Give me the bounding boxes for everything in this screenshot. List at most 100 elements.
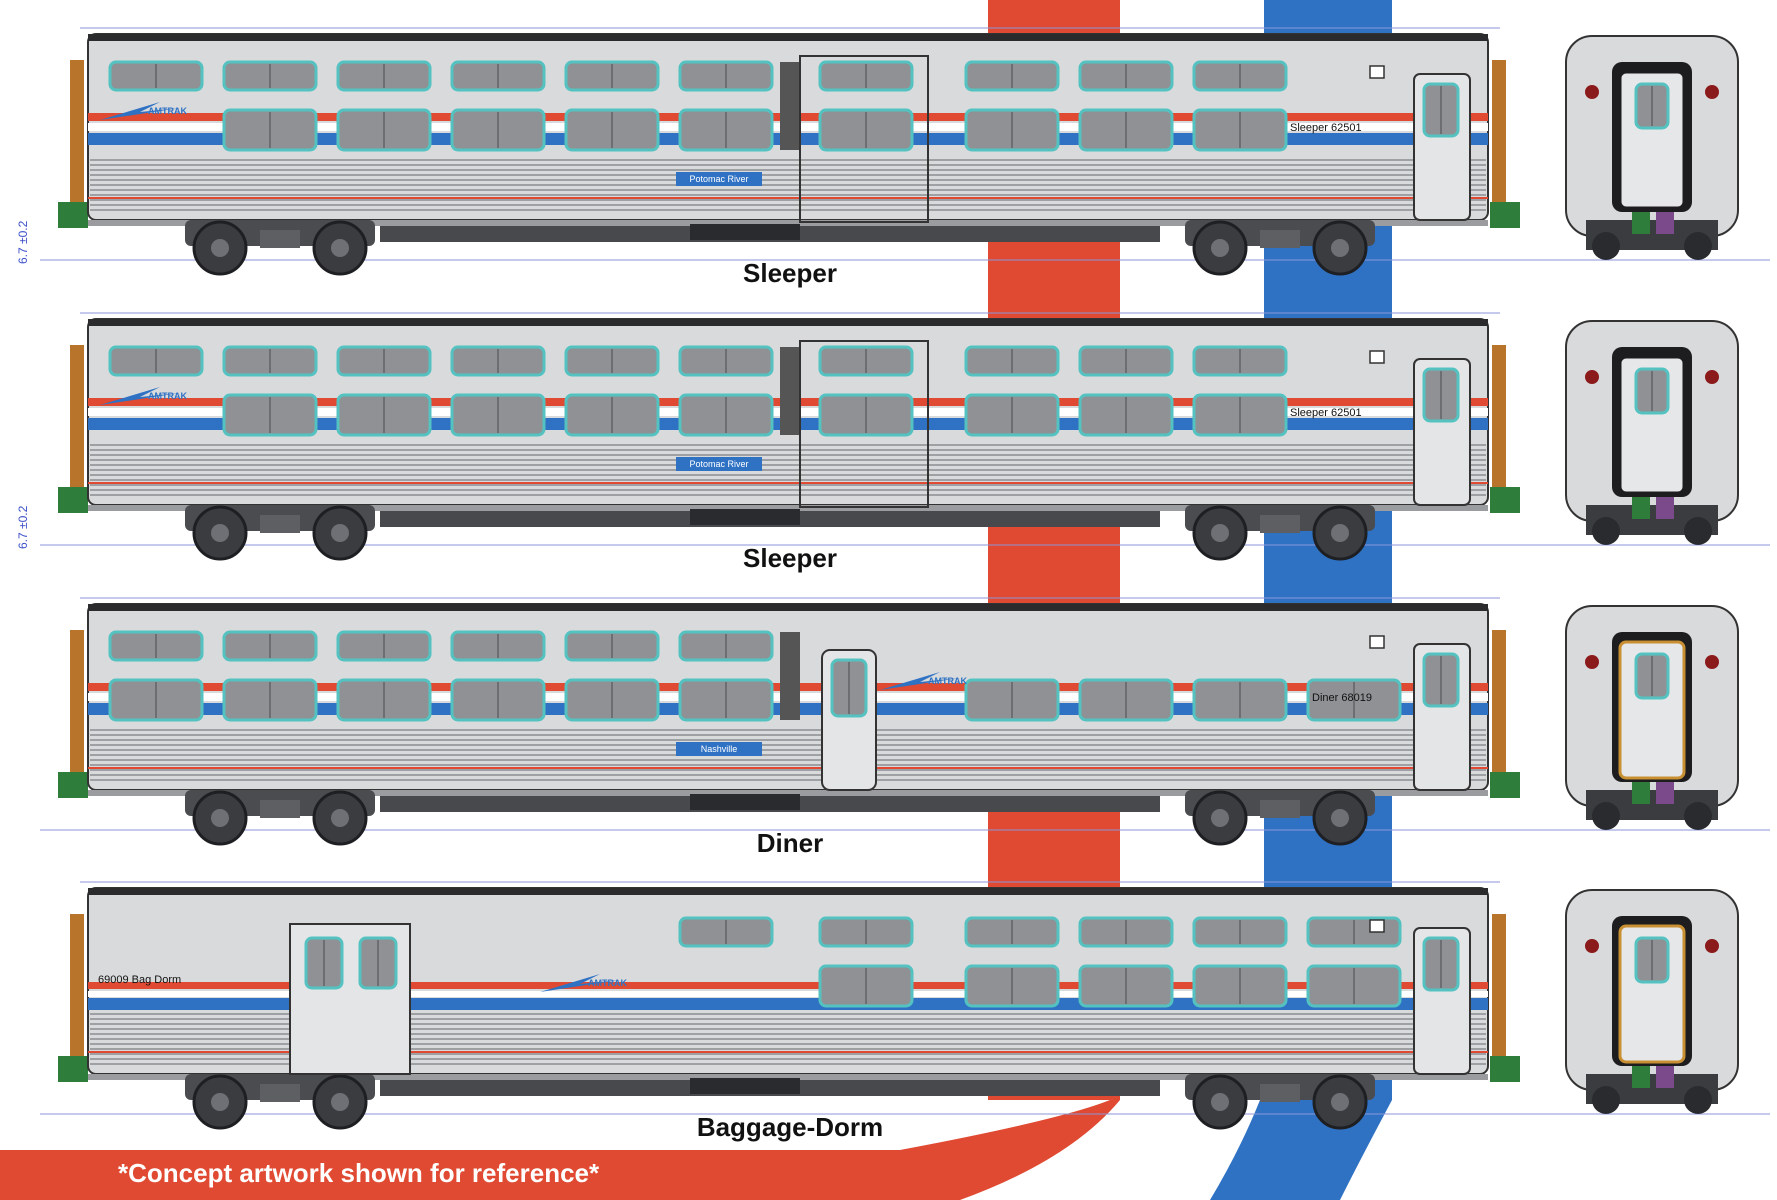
bogie-front	[185, 1074, 375, 1130]
car-label: Baggage-Dorm	[696, 1112, 884, 1142]
end-diaphragm-left	[70, 630, 84, 780]
upper-window	[1078, 916, 1174, 948]
car-label: Sleeper	[743, 543, 837, 573]
upper-window	[336, 630, 432, 662]
bogie-front	[185, 505, 375, 561]
coupler-left	[58, 1056, 88, 1082]
car-4: AMTRAK Baggage-Dorm 69009 Bag Dorm	[0, 874, 1777, 1159]
lower-window	[1192, 108, 1288, 152]
lower-window	[1078, 964, 1174, 1008]
upper-window	[818, 345, 914, 377]
lower-window	[964, 964, 1060, 1008]
footer-note: *Concept artwork shown for reference*	[118, 1158, 600, 1188]
end-view-window	[1634, 367, 1670, 415]
marker-light-left	[1585, 655, 1599, 669]
end-diaphragm-left	[70, 914, 84, 1064]
end-view	[1565, 320, 1739, 545]
bogie-rear	[1185, 790, 1375, 846]
car-label: Sleeper	[743, 258, 837, 288]
upper-window	[964, 345, 1060, 377]
upper-window	[678, 345, 774, 377]
lower-window	[818, 964, 914, 1008]
lower-window	[564, 108, 660, 152]
car-label: Diner	[756, 828, 824, 858]
car-drawing: AMTRAK	[40, 881, 1770, 1130]
coupler-right	[1490, 1056, 1520, 1082]
upper-window	[222, 345, 318, 377]
upper-window	[564, 630, 660, 662]
upper-window	[1192, 345, 1288, 377]
lower-window	[1306, 964, 1402, 1008]
coupler-right	[1490, 202, 1520, 228]
center-door-outline	[799, 340, 929, 508]
lower-window	[1192, 964, 1288, 1008]
marker-light-right	[1705, 939, 1719, 953]
lower-window	[1078, 678, 1174, 722]
vent-grille	[780, 632, 800, 720]
lower-window	[450, 678, 546, 722]
upper-window	[818, 60, 914, 92]
end-diaphragm-left	[70, 345, 84, 495]
end-view	[1565, 889, 1739, 1114]
marker-light-right	[1705, 655, 1719, 669]
lower-window	[564, 678, 660, 722]
end-view	[1565, 35, 1739, 260]
amtrak-logo: AMTRAK	[540, 974, 627, 992]
car-number: 69009 Bag Dorm	[98, 974, 182, 986]
bogie-front	[185, 220, 375, 276]
red-stripe	[88, 982, 1488, 989]
upper-window	[450, 630, 546, 662]
lower-window	[222, 393, 318, 437]
bogie-rear	[1185, 1074, 1375, 1130]
lower-window	[450, 393, 546, 437]
coupler-left	[58, 202, 88, 228]
upper-window	[678, 60, 774, 92]
lower-window	[964, 108, 1060, 152]
upper-window	[1078, 60, 1174, 92]
upper-window	[564, 345, 660, 377]
lower-window	[564, 393, 660, 437]
lower-window	[1078, 393, 1174, 437]
lower-window	[1078, 108, 1174, 152]
svg-text:AMTRAK: AMTRAK	[588, 978, 627, 988]
vent-grille	[780, 62, 800, 150]
lower-window	[818, 108, 914, 152]
upper-window	[450, 60, 546, 92]
marker-light-left	[1585, 85, 1599, 99]
lower-window	[336, 393, 432, 437]
bogie-rear	[1185, 505, 1375, 561]
svg-text:AMTRAK: AMTRAK	[148, 391, 187, 401]
lower-window	[678, 108, 774, 152]
equipment-box	[690, 1078, 800, 1094]
marker-light-right	[1705, 85, 1719, 99]
baggage-door-window	[304, 936, 344, 990]
upper-window	[964, 60, 1060, 92]
end-door-window	[1422, 936, 1460, 992]
coupler-right	[1490, 772, 1520, 798]
lower-window	[964, 678, 1060, 722]
equipment-box	[690, 509, 800, 525]
end-door-window	[1422, 82, 1460, 138]
svg-text:AMTRAK: AMTRAK	[928, 676, 967, 686]
svg-text:AMTRAK: AMTRAK	[148, 106, 187, 116]
dimension-label: 6.7 ±0.2	[16, 220, 30, 264]
lower-window	[1192, 393, 1288, 437]
marker-light-left	[1585, 939, 1599, 953]
upper-window	[1078, 345, 1174, 377]
end-diaphragm-right	[1492, 345, 1506, 495]
upper-window	[108, 345, 204, 377]
upper-window	[964, 916, 1060, 948]
lower-window	[678, 678, 774, 722]
end-view-window	[1634, 82, 1670, 130]
upper-window	[108, 630, 204, 662]
bogie-front	[185, 790, 375, 846]
upper-window	[678, 916, 774, 948]
upper-window	[336, 345, 432, 377]
door-window	[830, 658, 868, 718]
name-plate: Nashville	[676, 742, 762, 756]
car-number: Sleeper 62501	[1290, 407, 1362, 419]
upper-window	[222, 60, 318, 92]
